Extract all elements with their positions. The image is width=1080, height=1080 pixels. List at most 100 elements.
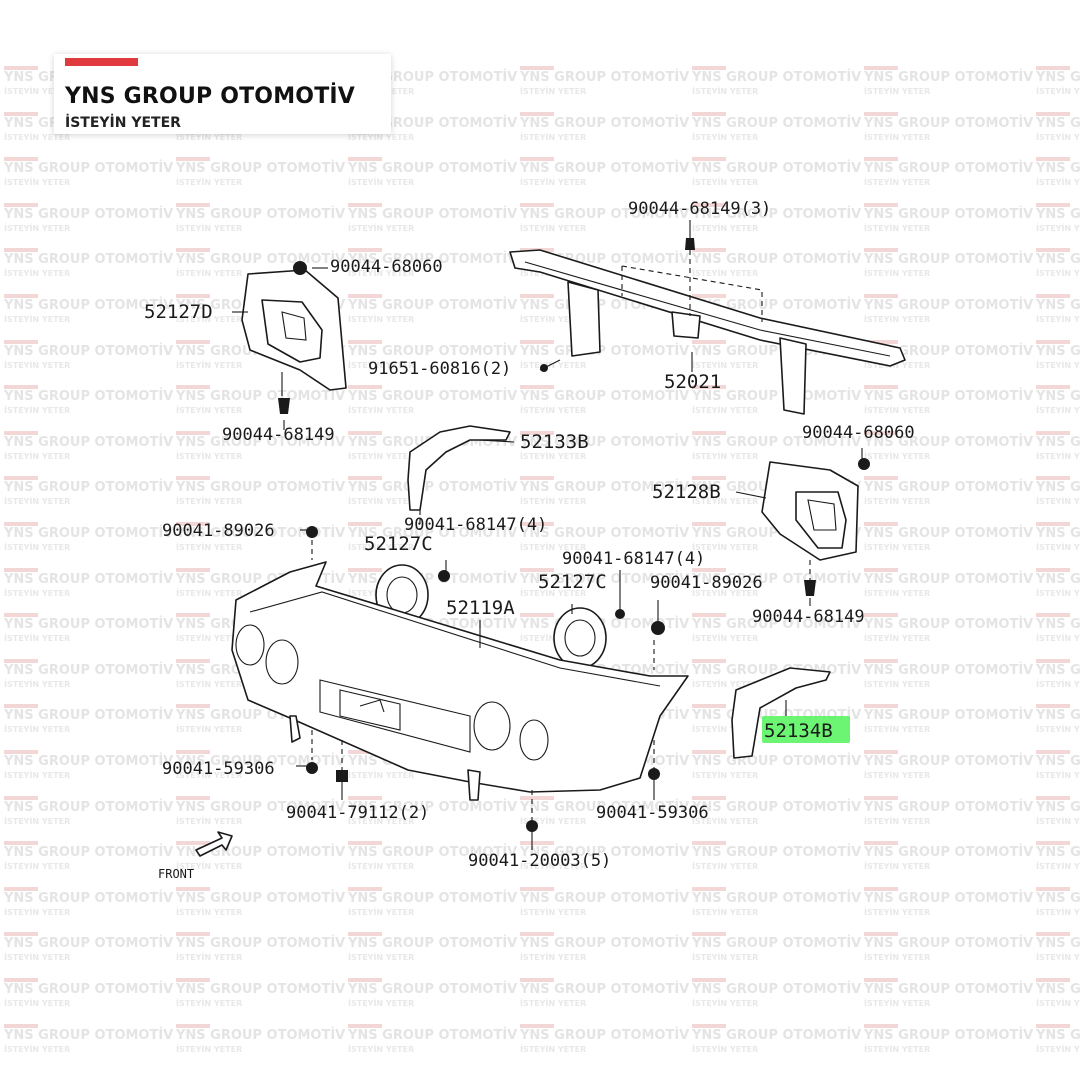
watermark-bar	[864, 1023, 898, 1028]
watermark-bar	[4, 66, 38, 70]
watermark-bar	[1036, 1023, 1070, 1028]
watermark-tagline: İSTEYİN YETER	[692, 178, 759, 188]
watermark-tagline: İSTEYİN YETER	[4, 862, 71, 872]
watermark-tagline: İSTEYİN YETER	[864, 1044, 931, 1054]
watermark-name: YNS GROUP OTOMOTİV	[348, 298, 518, 313]
watermark-bar	[176, 704, 210, 709]
watermark-bar	[176, 613, 210, 618]
watermark-name: YNS GROUP OTOMOTİV	[1036, 890, 1080, 906]
watermark-tagline: İSTEYİN YETER	[1036, 132, 1080, 142]
watermark-name: YNS GROUP OTOMOTİV	[4, 936, 174, 952]
label-90044-68060-right: 90044-68060	[802, 423, 915, 443]
watermark-name: YNS GROUP OTOMOTİV	[520, 434, 690, 450]
watermark-tagline: İSTEYİN YETER	[864, 816, 931, 826]
watermark-name: YNS GROUP OTOMOTİV	[520, 982, 690, 997]
watermark-tagline: İSTEYİN YETER	[4, 816, 71, 826]
watermark-bar	[1036, 886, 1070, 891]
watermark-bar	[4, 704, 38, 709]
front-arrow-icon	[195, 831, 233, 857]
watermark-tagline: İSTEYİN YETER	[1036, 588, 1080, 598]
watermark-tagline: İSTEYİN YETER	[864, 543, 931, 552]
watermark-bar	[4, 932, 38, 937]
watermark-name: YNS GROUP OTOMOTİV	[4, 343, 174, 359]
part-52119A-front-bumper	[231, 561, 689, 801]
watermark-name: YNS GROUP OTOMOTİV	[176, 936, 346, 952]
watermark-name: YNS GROUP OTOMOTİV	[176, 982, 346, 997]
watermark-tagline: İSTEYİN YETER	[176, 178, 243, 188]
watermark-bar	[176, 658, 210, 663]
watermark-tagline: İSTEYİN YETER	[4, 360, 71, 370]
watermark-name: YNS GROUP OTOMOTİV	[1036, 571, 1080, 587]
watermark-tagline: İSTEYİN YETER	[864, 87, 931, 96]
part-52133B-left-stay	[407, 425, 511, 511]
brand-accent-bar	[65, 58, 138, 66]
watermark-bar	[176, 157, 210, 162]
watermark-name: YNS GROUP OTOMOTİV	[692, 845, 862, 861]
label-90044-68149-3: 90044-68149(3)	[628, 199, 771, 219]
watermark-bar	[692, 476, 726, 481]
watermark-tagline: İSTEYİN YETER	[4, 315, 71, 324]
watermark-bar	[520, 978, 554, 982]
watermark-bar	[1036, 795, 1070, 800]
watermark-bar	[348, 750, 382, 754]
watermark-tagline: İSTEYİN YETER	[520, 588, 587, 598]
watermark-bar	[692, 567, 726, 572]
watermark-tagline: İSTEYİN YETER	[692, 771, 759, 780]
watermark-tagline: İSTEYİN YETER	[348, 406, 415, 416]
watermark-bar	[1036, 613, 1070, 618]
watermark-name: YNS GROUP OTOMOTİV	[176, 890, 346, 906]
watermark-name: YNS GROUP OTOMOTİV	[864, 343, 1034, 359]
watermark-tagline: İSTEYİN YETER	[176, 1044, 243, 1054]
watermark-tagline: İSTEYİN YETER	[864, 406, 931, 416]
watermark-name: YNS GROUP OTOMOTİV	[692, 1027, 862, 1043]
watermark-tagline: İSTEYİN YETER	[176, 588, 243, 598]
watermark-name: YNS GROUP OTOMOTİV	[348, 343, 518, 359]
watermark-bar	[1036, 66, 1070, 70]
watermark-name: YNS GROUP OTOMOTİV	[348, 936, 518, 952]
watermark-tagline: İSTEYİN YETER	[348, 1044, 415, 1054]
watermark-bar	[1036, 750, 1070, 754]
label-52021: 52021	[664, 371, 721, 393]
watermark-tagline: İSTEYİN YETER	[176, 953, 243, 963]
watermark-tagline: İSTEYİN YETER	[520, 451, 587, 461]
watermark-tagline: İSTEYİN YETER	[348, 862, 415, 872]
watermark-name: YNS GROUP OTOMOTİV	[4, 982, 174, 997]
watermark-name: YNS GROUP OTOMOTİV	[4, 708, 174, 724]
watermark-tagline: İSTEYİN YETER	[692, 87, 759, 96]
watermark-bar	[176, 795, 210, 800]
watermark-tagline: İSTEYİN YETER	[692, 269, 759, 279]
watermark-name: YNS GROUP OTOMOTİV	[864, 982, 1034, 997]
label-90041-59306-right: 90041-59306	[596, 803, 709, 823]
watermark-name: YNS GROUP OTOMOTİV	[1036, 343, 1080, 359]
watermark-name: YNS GROUP OTOMOTİV	[1036, 252, 1080, 268]
watermark-tagline: İSTEYİN YETER	[4, 907, 71, 917]
watermark-name: YNS GROUP OTOMOTİV	[692, 206, 862, 222]
watermark-name: YNS GROUP OTOMOTİV	[4, 298, 174, 313]
watermark-bar	[176, 339, 210, 344]
watermark-name: YNS GROUP OTOMOTİV	[1036, 799, 1080, 815]
watermark-name: YNS GROUP OTOMOTİV	[348, 799, 518, 815]
watermark-name: YNS GROUP OTOMOTİV	[692, 571, 862, 587]
